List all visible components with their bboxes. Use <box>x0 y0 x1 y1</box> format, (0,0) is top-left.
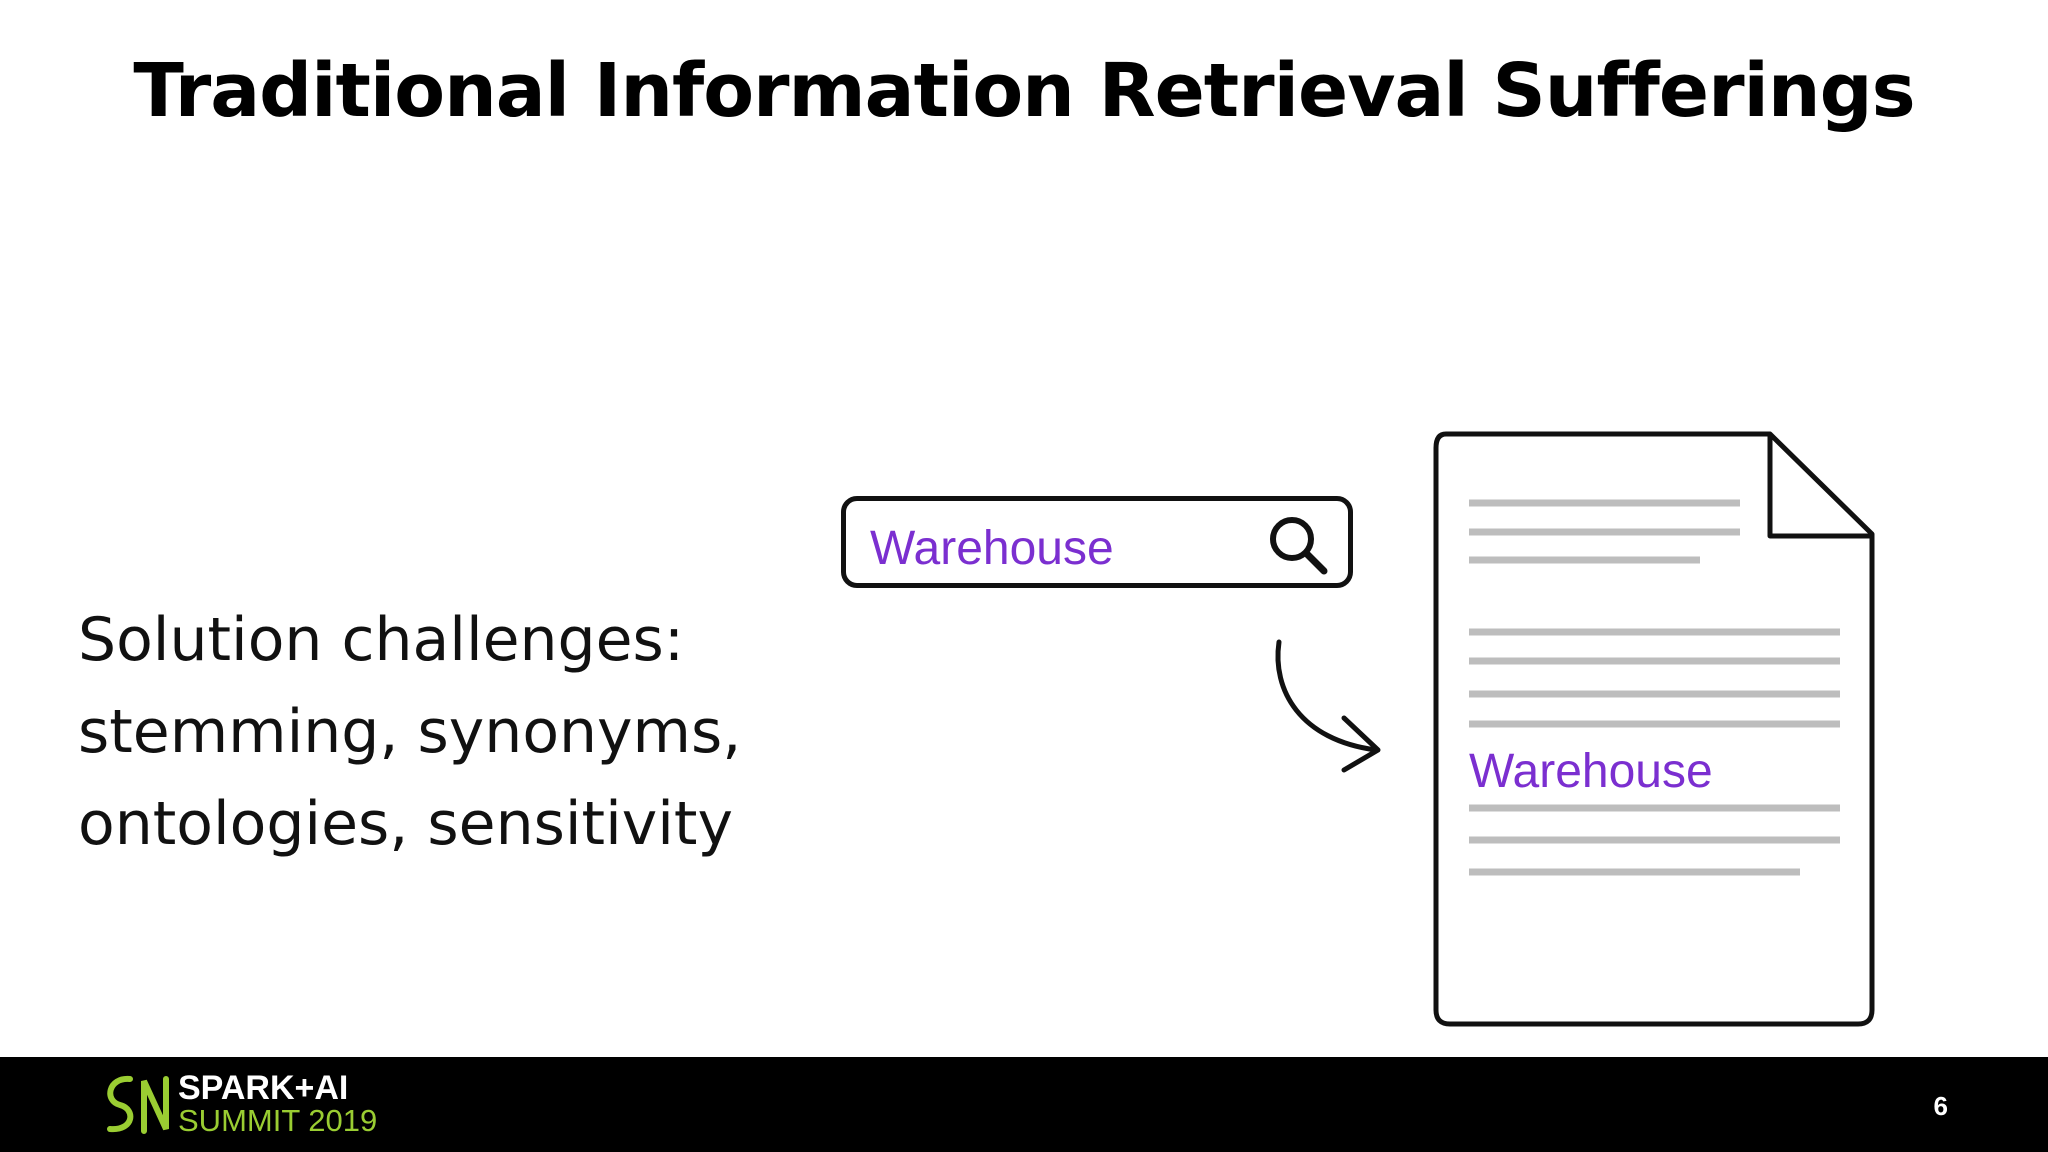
challenges-line-1: Solution challenges: <box>78 605 685 675</box>
search-icon <box>1270 517 1328 575</box>
document-highlighted-word: Warehouse <box>1469 745 1713 798</box>
challenges-line-2: stemming, synonyms, <box>78 697 742 767</box>
challenges-line-3: ontologies, sensitivity <box>78 789 733 859</box>
footer-bar: SPARK+AI SUMMIT 2019 6 <box>0 1057 2048 1152</box>
spark-ai-logo-icon <box>107 1075 169 1134</box>
page-number: 6 <box>1933 1091 1948 1121</box>
search-query-text: Warehouse <box>870 522 1114 575</box>
slide-title: Traditional Information Retrieval Suffer… <box>133 48 1915 134</box>
search-box-illustration: Warehouse <box>841 496 1353 588</box>
challenges-text: Solution challenges: stemming, synonyms,… <box>78 594 741 870</box>
logo-text-spark-ai: SPARK+AI <box>178 1069 349 1107</box>
logo-text-summit: SUMMIT 2019 <box>178 1103 378 1138</box>
curved-arrow-icon <box>1275 639 1381 773</box>
document-icon <box>1433 431 1875 1027</box>
